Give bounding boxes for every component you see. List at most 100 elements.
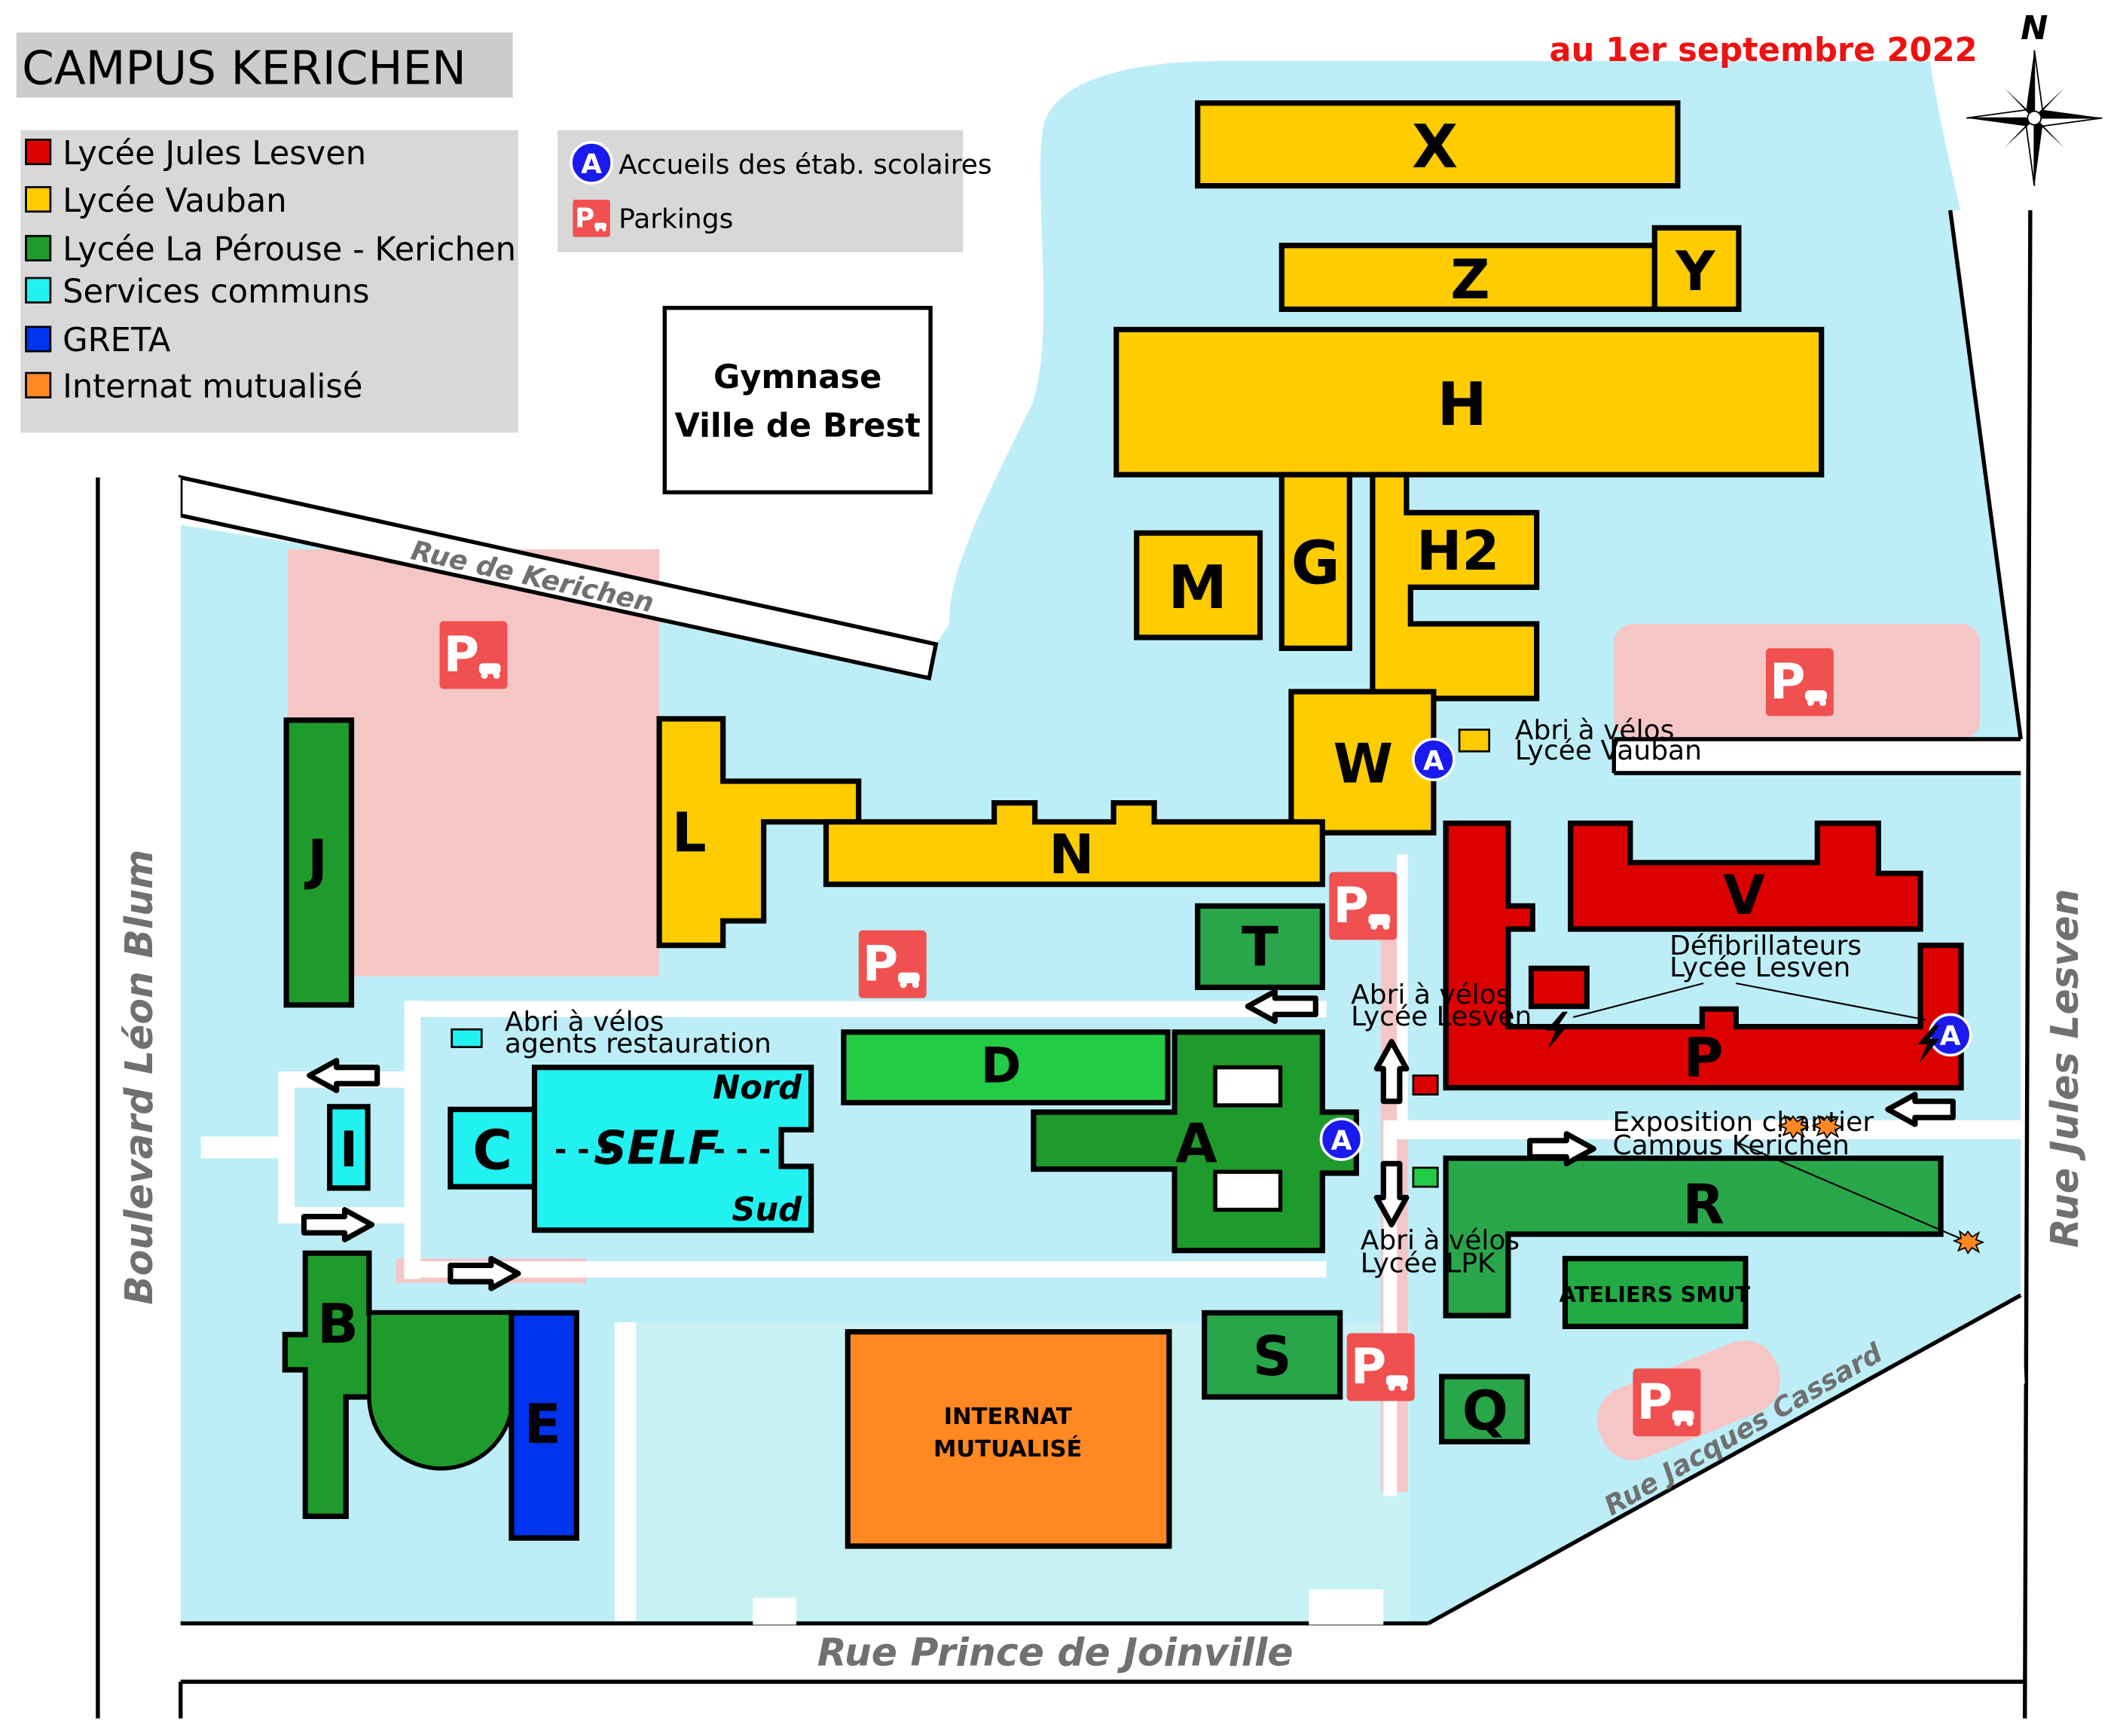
label-L: L xyxy=(672,801,707,864)
label-S: S xyxy=(1253,1325,1292,1388)
roads xyxy=(96,209,2033,1719)
label-J: J xyxy=(304,828,328,891)
vauban-buildings xyxy=(656,100,1825,949)
building-M xyxy=(1134,530,1263,640)
self-dashes-left: - - - xyxy=(554,1132,612,1167)
date-label: au 1er septembre 2022 xyxy=(1550,32,1978,69)
title-box: CAMPUS KERICHEN xyxy=(16,32,513,98)
lesven-buildings xyxy=(1443,821,1964,1091)
defibrillator-icons xyxy=(1546,1011,1940,1064)
legend-symbols: Accueils des étab. scolaires Parkings xyxy=(557,130,992,252)
arrow-left-icon xyxy=(1245,989,1318,1024)
legend-accueil-label: Accueils des étab. scolaires xyxy=(619,149,992,180)
bike-shelters xyxy=(451,729,1491,1188)
label-internat-2: MUTUALISÉ xyxy=(933,1435,1082,1462)
note-abri-lpk-1: Abri à vélos xyxy=(1361,1225,1520,1256)
label-V: V xyxy=(1723,863,1765,927)
building-T xyxy=(1195,903,1325,990)
bd-leon-blum-road xyxy=(97,477,181,1719)
label-N: N xyxy=(1049,823,1094,886)
building-D xyxy=(841,1029,1171,1106)
bike-shelter-vauban xyxy=(1458,729,1491,753)
building-P-annex xyxy=(1528,965,1590,1010)
note-expo-2: Campus Kerichen xyxy=(1613,1130,1850,1161)
label-Q: Q xyxy=(1462,1379,1508,1442)
map-title: CAMPUS KERICHEN xyxy=(22,42,466,96)
building-SELF xyxy=(531,1065,814,1233)
label-I: I xyxy=(340,1122,358,1178)
label-self: SELF xyxy=(594,1121,719,1175)
accueil-icon xyxy=(1319,1117,1364,1161)
note-defib-2: Lycée Lesven xyxy=(1669,952,1850,983)
legend-swatch xyxy=(25,326,52,353)
building-P xyxy=(1443,821,1964,1091)
note-defib-1: Défibrillateurs xyxy=(1669,931,1862,961)
label-self-nord: Nord xyxy=(713,1069,802,1107)
bike-shelter-resto xyxy=(451,1028,483,1048)
label-internat-1: INTERNAT xyxy=(944,1404,1072,1430)
accueil-icon xyxy=(1928,1013,1972,1057)
note-abri-resto-2: agents restauration xyxy=(505,1028,771,1059)
legend-item-label: GRETA xyxy=(63,322,171,359)
parking-icon xyxy=(1329,872,1398,940)
legend-swatch xyxy=(25,371,52,399)
note-abri-lesven-1: Abri à vélos xyxy=(1351,980,1510,1010)
construction-icon xyxy=(1811,1114,1844,1139)
label-W: W xyxy=(1333,732,1393,795)
building-I xyxy=(327,1104,371,1191)
leader-lines xyxy=(1573,982,1960,1239)
label-E: E xyxy=(524,1392,561,1456)
other-buildings xyxy=(327,1065,1172,1549)
parking-icon xyxy=(1765,648,1834,717)
rue-prince-road xyxy=(180,1623,2025,1681)
legend-item-label: Lycée Vauban xyxy=(63,182,287,220)
label-B: B xyxy=(317,1292,359,1355)
lpk-buildings xyxy=(282,717,1944,1519)
building-internat xyxy=(845,1329,1172,1549)
construction-icon xyxy=(1952,1230,1985,1255)
self-dashes-right: - - - xyxy=(713,1132,771,1167)
arrow-right-icon xyxy=(448,1255,521,1291)
legend-swatch xyxy=(25,186,52,213)
building-H2 xyxy=(1370,472,1540,701)
note-abri-vauban-2: Lycée Vauban xyxy=(1515,735,1702,766)
label-Z: Z xyxy=(1450,248,1489,311)
construction-icon xyxy=(1777,1114,1810,1139)
parking-icon xyxy=(858,930,927,998)
arrows xyxy=(301,989,1956,1291)
gymnase-line1: Gymnase xyxy=(713,359,882,396)
legend-item-label: Services communs xyxy=(63,273,369,310)
note-abri-lesven-2: Lycée Lesven xyxy=(1351,1001,1532,1032)
building-J xyxy=(283,717,355,1008)
road-label-leon-blum: Boulevard Léon Blum xyxy=(117,850,161,1305)
note-abri-vauban-1: Abri à vélos xyxy=(1515,715,1674,746)
parking-icon xyxy=(439,621,508,689)
building-labels: X Z Y H M G H2 W L N J T V P D A I C R B… xyxy=(304,112,1765,1462)
parking-icon xyxy=(573,200,610,237)
parking-icon xyxy=(1346,1333,1415,1401)
label-self-sud: Sud xyxy=(732,1191,802,1229)
building-R xyxy=(1443,1155,1944,1319)
building-S xyxy=(1202,1310,1343,1400)
building-G xyxy=(1278,472,1352,651)
arrow-left-icon xyxy=(1885,1092,1956,1127)
note-abri-resto-1: Abri à vélos xyxy=(505,1007,664,1038)
legend-swatch xyxy=(25,234,52,261)
label-H2: H2 xyxy=(1416,519,1499,582)
arrow-up-icon xyxy=(1373,1038,1410,1105)
label-G: G xyxy=(1291,528,1340,598)
bike-shelter-lpk xyxy=(1412,1166,1439,1188)
arrow-down-icon xyxy=(1373,1160,1410,1227)
north-label: N xyxy=(2021,10,2048,47)
gymnase: Gymnase Ville de Brest xyxy=(662,305,933,495)
building-C xyxy=(448,1106,538,1190)
label-R: R xyxy=(1682,1172,1724,1236)
label-H: H xyxy=(1437,369,1487,439)
defibrillator-icon xyxy=(1546,1011,1569,1050)
defibrillator-icon xyxy=(1917,1025,1940,1064)
parking-icon xyxy=(1633,1368,1701,1437)
building-H xyxy=(1113,326,1825,478)
accueil-icon xyxy=(570,141,613,185)
